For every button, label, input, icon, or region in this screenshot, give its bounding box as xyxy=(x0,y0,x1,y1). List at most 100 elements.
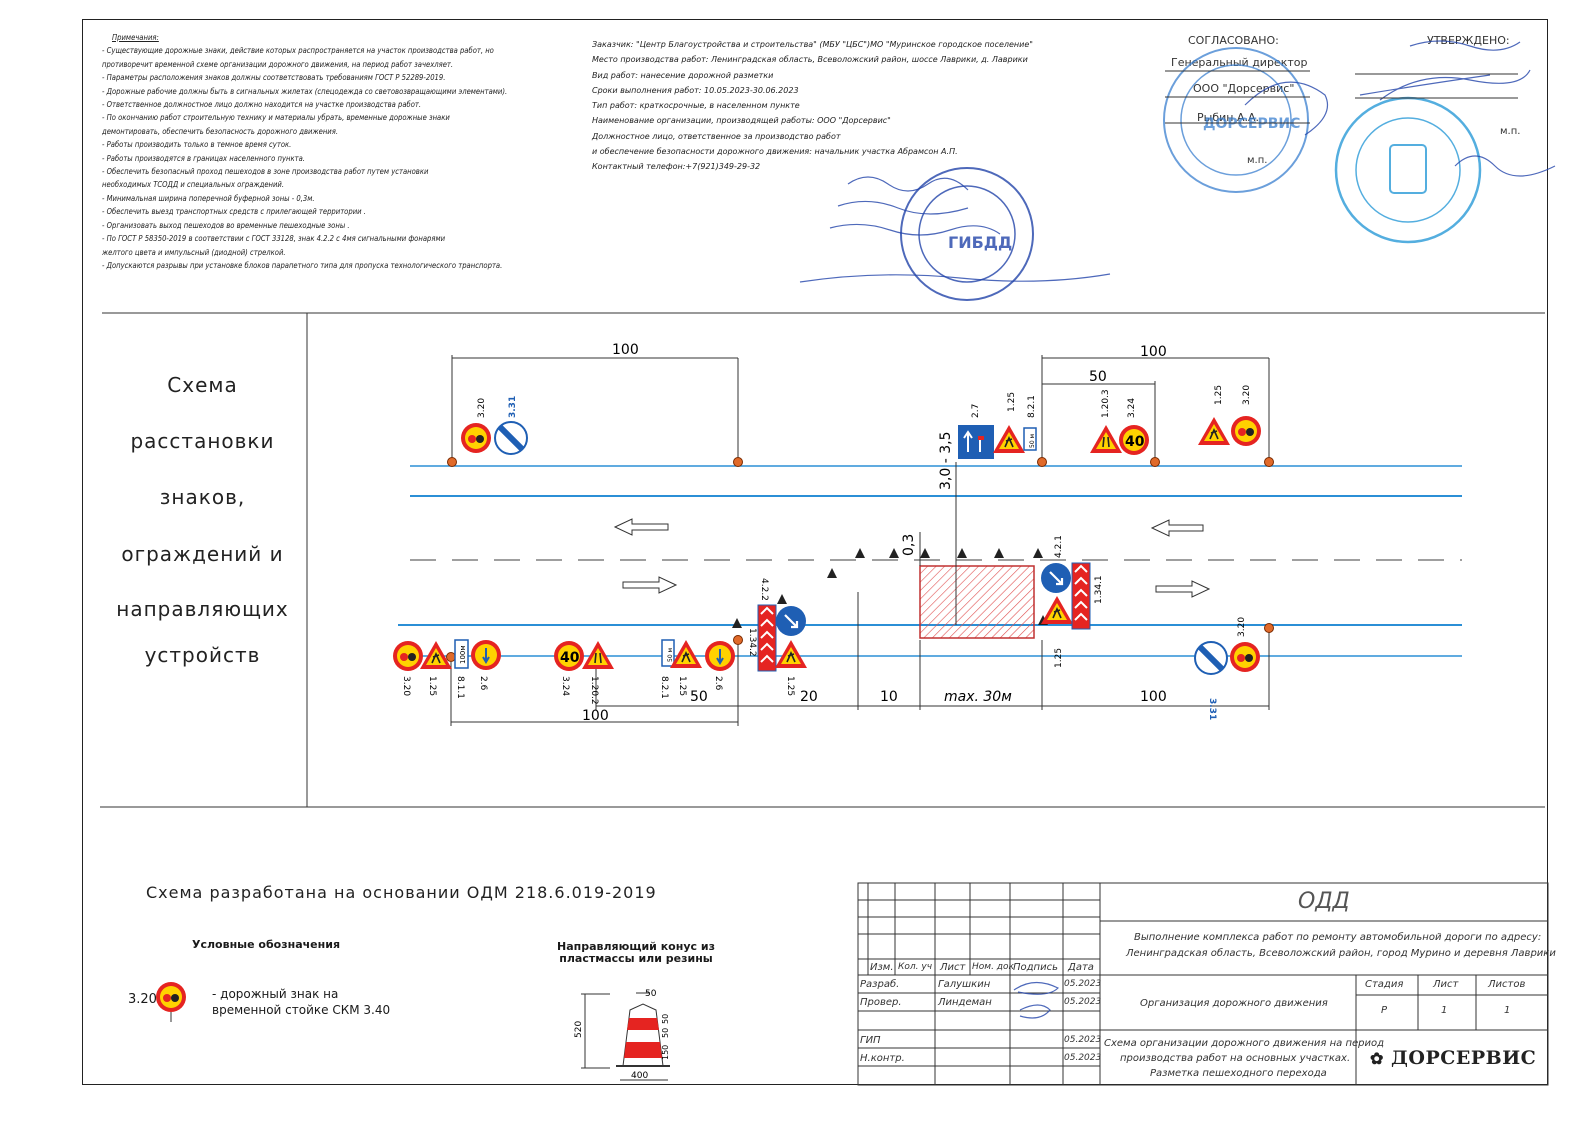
sign-code: 8.2.1 xyxy=(659,676,669,699)
doc-code: ОДД xyxy=(1298,889,1350,914)
stamp-administration xyxy=(1334,96,1482,244)
note-line: - Работы производить только в темное вре… xyxy=(102,140,292,150)
info-line: Контактный телефон:+7(921)349-29-32 xyxy=(592,162,761,172)
note-line: - Допускаются разрывы при установке блок… xyxy=(102,260,503,270)
traffic-cone xyxy=(827,568,837,578)
razrab-name: Галушкин xyxy=(938,979,991,990)
dim-top-right: 100 xyxy=(1140,344,1167,360)
sign-code: 2.6 xyxy=(478,676,488,691)
agreed-label: СОГЛАСОВАНО: xyxy=(1188,34,1279,47)
cone-drawing xyxy=(581,992,670,1081)
cone-title-line: Направляющий конус из xyxy=(557,940,715,953)
stage-header: Стадия xyxy=(1365,979,1404,990)
sign-3-24: 40 xyxy=(554,641,584,671)
sign-3-31 xyxy=(495,422,527,454)
approved-label: УТВЕРЖДЕНО: xyxy=(1427,34,1510,47)
dim-bottom-right: 100 xyxy=(1140,689,1167,705)
note-line: - Параметры расположения знаков должны с… xyxy=(102,73,446,83)
basis-text: Схема разработана на основании ОДМ 218.6… xyxy=(146,883,657,902)
sign-plate-text: 50 м xyxy=(1029,434,1036,448)
note-line: - Существующие дорожные знаки, действие … xyxy=(102,46,494,56)
sign-code: 2.7 xyxy=(971,404,981,418)
sign-pole xyxy=(1150,457,1160,467)
row-prover: Провер. xyxy=(860,997,902,1008)
sign-1-25 xyxy=(1040,595,1074,625)
dim-bottom-20: 20 xyxy=(800,689,818,705)
signature-marks xyxy=(799,40,1556,283)
title-block-signatures xyxy=(1013,981,1060,1019)
sign-pole xyxy=(447,457,457,467)
scheme-title-line: ограждений и xyxy=(121,542,284,566)
dim-bottom-50: 50 xyxy=(690,689,708,705)
sign-code: 8.2.1 xyxy=(1027,395,1037,418)
desc-line: Разметка пешеходного перехода xyxy=(1150,1068,1327,1079)
sign-code: 1.25 xyxy=(1007,392,1017,412)
prover-name: Линдеман xyxy=(938,997,992,1008)
sign-code: 8.1.1 xyxy=(455,676,465,699)
sheets-value: 1 xyxy=(1504,1005,1511,1016)
note-line: - Обеспечить безопасный проход пешеходов… xyxy=(102,167,429,177)
sign-code: 3.20 xyxy=(1242,385,1252,405)
sign-3-20 xyxy=(1230,642,1260,672)
cone-dim-stripe-c: 50 xyxy=(661,1014,670,1024)
stamp-text: ДОРСЕРВИС xyxy=(1203,116,1300,132)
legend-sign-3-20 xyxy=(156,982,186,1012)
sign-code: 1.20.3 xyxy=(1101,389,1111,418)
note-line: - Организовать выход пешеходов во времен… xyxy=(102,220,350,230)
legend-line: временной стойке СКМ 3.40 xyxy=(212,1003,391,1017)
notes-block: Примечания: - Существующие дорожные знак… xyxy=(102,31,572,272)
sign-1-25 xyxy=(992,424,1026,454)
stamp-dorservis: ДОРСЕРВИС xyxy=(1163,47,1309,193)
row-razrab: Разраб. xyxy=(860,979,900,990)
sign-pole xyxy=(733,635,743,645)
sign-3-20 xyxy=(393,641,423,671)
traffic-cone xyxy=(994,548,1004,558)
agreed-mp: м.п. xyxy=(1247,155,1268,166)
sign-4-2-1 xyxy=(1039,561,1073,595)
sign-code: 1.34.1 xyxy=(1094,575,1104,604)
note-line: демонтировать, обеспечить безопасность д… xyxy=(102,126,339,136)
sign-3-24: 40 xyxy=(1119,425,1149,455)
sign-1-34-2 xyxy=(757,604,777,672)
scheme-title-line: Схема xyxy=(167,373,238,397)
logo-text: ДОРСЕРВИС xyxy=(1391,1047,1537,1069)
sign-code: 1.25 xyxy=(427,676,437,696)
sign-code: 1.25 xyxy=(1054,648,1064,668)
cone-dim-stripe-a: 150 xyxy=(661,1045,670,1060)
legend-line: - дорожный знак на xyxy=(212,987,339,1001)
sign-speed: 40 xyxy=(560,650,580,666)
note-line: - По ГОСТ Р 58350-2019 в соответствии с … xyxy=(102,234,446,244)
sign-3-31 xyxy=(1195,642,1227,674)
dim-buffer: 0,3 xyxy=(901,534,917,556)
sign-code: 3.24 xyxy=(1127,398,1137,418)
dimension-lines xyxy=(450,355,1270,726)
approved-mp: м.п. xyxy=(1500,126,1521,137)
note-line: - Работы производятся в границах населен… xyxy=(102,153,305,163)
legend-text: - дорожный знак на временной стойке СКМ … xyxy=(212,986,390,1018)
traffic-cone xyxy=(889,548,899,558)
desc-line: производства работ на основных участках. xyxy=(1120,1053,1351,1064)
sign-code: 3.20 xyxy=(401,676,411,696)
subject: Организация дорожного движения xyxy=(1140,998,1328,1009)
notes-title: Примечания: xyxy=(112,33,159,42)
sign-1-25 xyxy=(1197,416,1231,446)
info-line: Должностное лицо, ответственное за произ… xyxy=(592,131,841,141)
col-nom: Ном. док xyxy=(972,962,1014,972)
note-line: - По окончанию работ строительную техник… xyxy=(102,113,450,123)
dim-bottom-10: 10 xyxy=(880,689,898,705)
traffic-cone xyxy=(732,618,742,628)
sign-code: 3.31 xyxy=(508,396,518,418)
sign-code: 3.31 xyxy=(1207,698,1217,720)
row-nkontr: Н.контр. xyxy=(860,1053,905,1064)
object-line: Ленинградская область, Всеволожский райо… xyxy=(1126,948,1556,959)
info-line: Место производства работ: Ленинградская … xyxy=(592,55,1028,65)
prover-date: 05.2023 xyxy=(1064,997,1102,1007)
sign-code: 1.34.2 xyxy=(747,628,757,657)
direction-arrow-left xyxy=(1150,519,1204,537)
sign-pole xyxy=(1264,457,1274,467)
cone-dim-stripe-b: 50 xyxy=(661,1028,670,1038)
sign-3-20 xyxy=(461,423,491,453)
project-info-block: Заказчик: "Центр Благоустройства и строи… xyxy=(592,37,1033,175)
razrab-date: 05.2023 xyxy=(1064,979,1102,989)
